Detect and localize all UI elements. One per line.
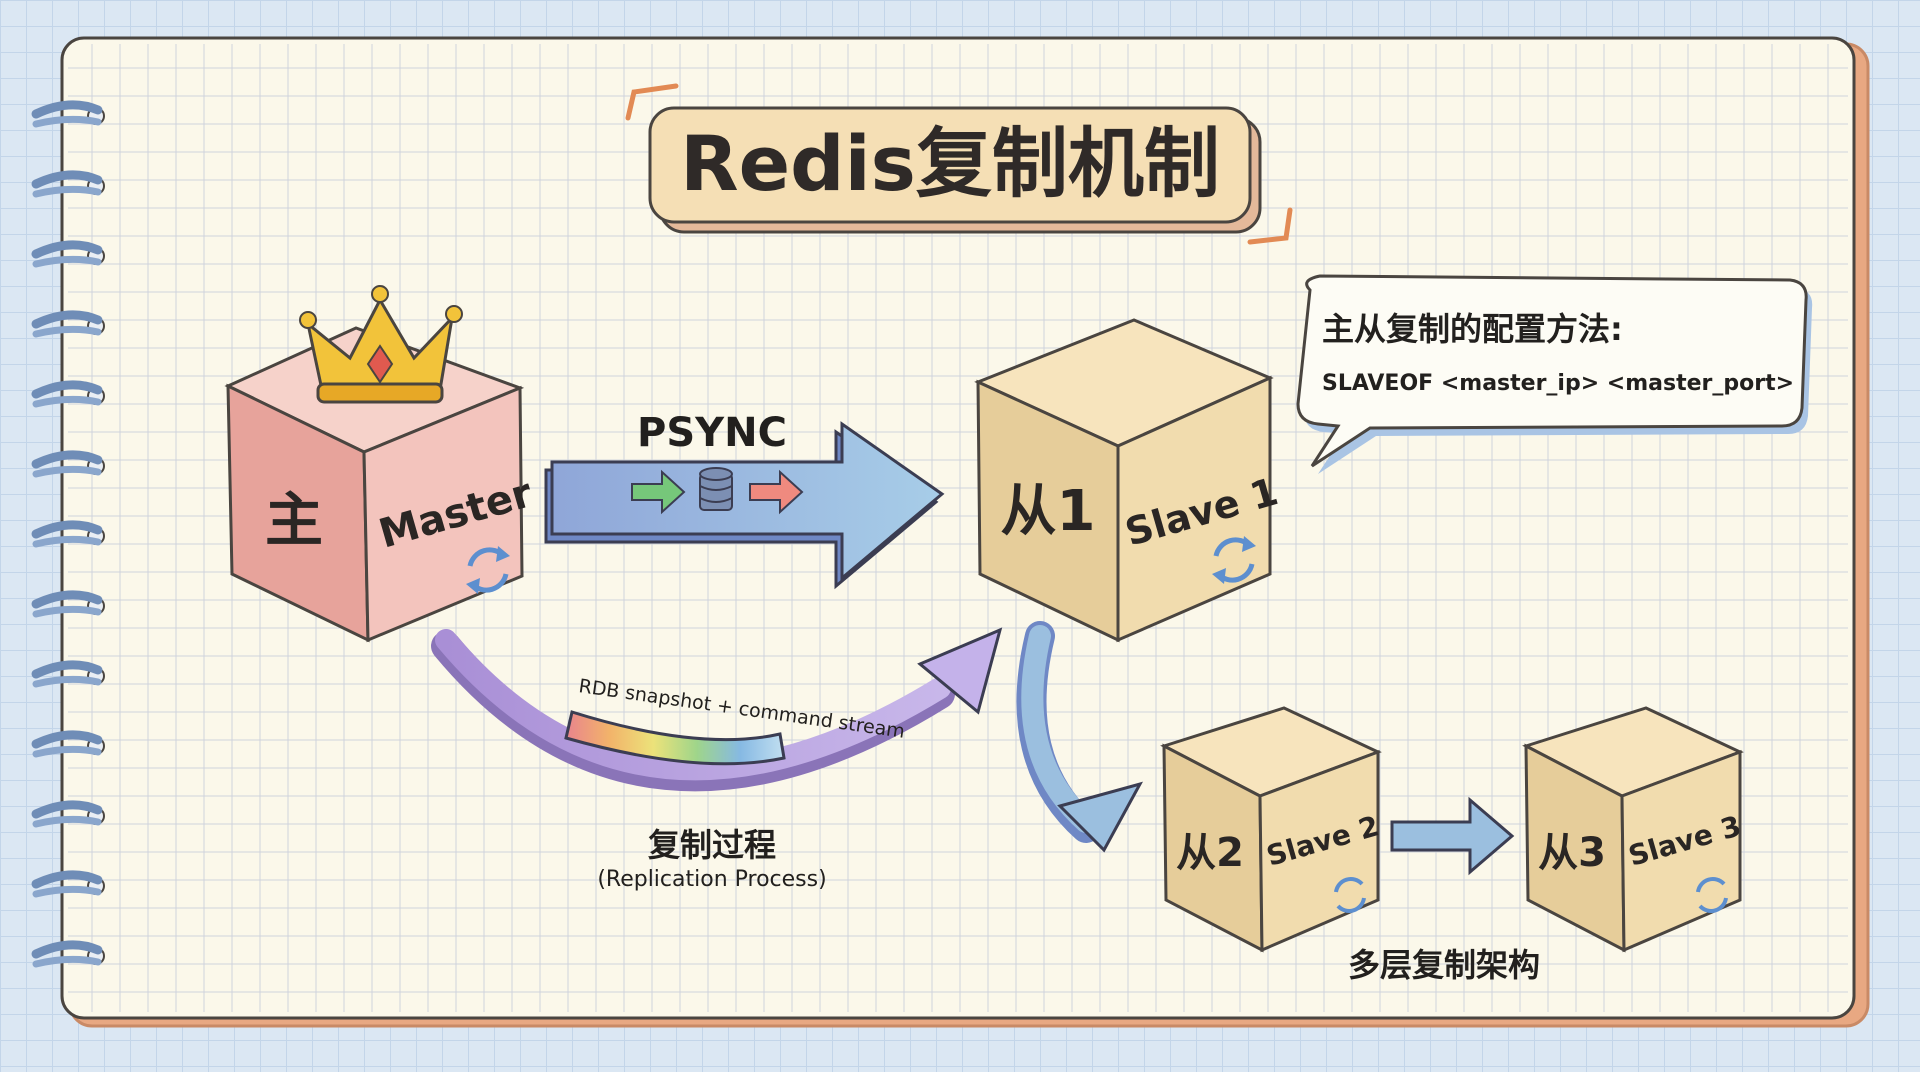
crown-icon (299, 285, 463, 404)
psync-arrow: PSYNC (544, 410, 945, 590)
title-box: Redis复制机制 (625, 83, 1293, 245)
spiral-ring-icon (31, 100, 105, 128)
spiral-ring-icon (31, 590, 105, 618)
spiral-ring-icon (31, 940, 105, 968)
arrow-right-icon (749, 469, 804, 515)
spiral-ring-icon (31, 450, 105, 478)
spiral-ring-icon (31, 310, 105, 338)
master-cn-label: 主 (265, 486, 323, 554)
slave1-cn-label: 从1 (1001, 479, 1096, 544)
spiral-ring-icon (31, 520, 105, 548)
spiral-binding (31, 100, 105, 968)
spiral-ring-icon (31, 800, 105, 828)
arrow-right-icon (631, 469, 686, 515)
master-node: 主 Master (224, 285, 538, 643)
process-title: 复制过程 (648, 826, 776, 864)
slave3-node: 从3 Slave 3 (1522, 706, 1745, 953)
cascade-arrow (1016, 621, 1144, 853)
slave1-node: 从1 Slave 1 (974, 318, 1283, 643)
spiral-ring-icon (31, 730, 105, 758)
slave2-to-slave3-arrow (1390, 796, 1515, 876)
rdb-progress-bar (564, 710, 786, 766)
spiral-ring-icon (31, 170, 105, 198)
sync-icon (466, 546, 510, 594)
psync-label: PSYNC (637, 410, 787, 456)
multilayer-label: 多层复制架构 (1348, 946, 1540, 984)
config-command: SLAVEOF <master_ip> <master_port> (1322, 371, 1794, 396)
config-bubble: 主从复制的配置方法: SLAVEOF <master_ip> <master_p… (1296, 274, 1813, 474)
spiral-ring-icon (31, 660, 105, 688)
slave3-cn-label: 从3 (1538, 830, 1606, 876)
slave2-cn-label: 从2 (1176, 830, 1244, 876)
config-heading: 主从复制的配置方法: (1322, 310, 1623, 348)
spiral-ring-icon (31, 870, 105, 898)
process-subtitle: (Replication Process) (597, 867, 826, 892)
sync-icon (1334, 877, 1366, 913)
page-title: Redis复制机制 (680, 119, 1220, 208)
sync-icon (1212, 536, 1256, 584)
spiral-ring-icon (31, 380, 105, 408)
database-icon (699, 467, 733, 511)
slave2-node: 从2 Slave 2 (1160, 706, 1383, 953)
sync-icon (1696, 877, 1728, 913)
spiral-ring-icon (31, 240, 105, 268)
